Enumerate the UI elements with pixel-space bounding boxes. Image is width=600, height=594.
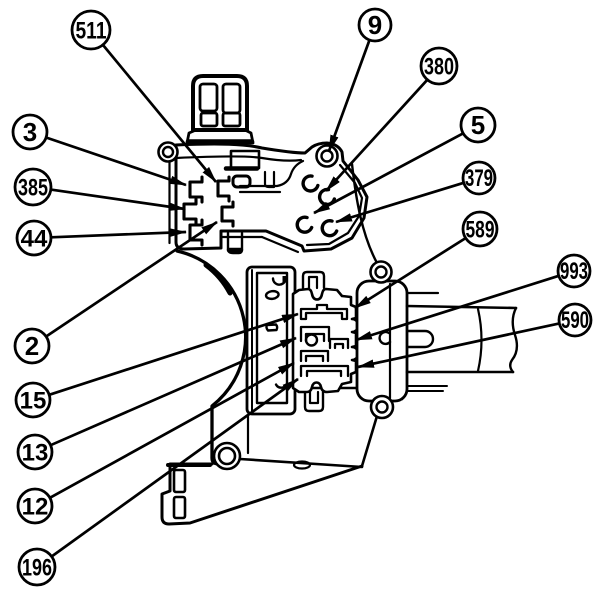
svg-text:13: 13 xyxy=(22,440,49,467)
svg-text:590: 590 xyxy=(561,307,589,334)
svg-text:9: 9 xyxy=(368,10,382,40)
svg-text:15: 15 xyxy=(20,388,47,415)
svg-text:385: 385 xyxy=(18,175,48,202)
svg-text:380: 380 xyxy=(424,54,454,81)
svg-text:589: 589 xyxy=(466,217,495,244)
svg-text:12: 12 xyxy=(22,494,49,521)
svg-text:196: 196 xyxy=(22,555,52,582)
svg-text:993: 993 xyxy=(560,258,588,285)
svg-text:5: 5 xyxy=(471,110,485,140)
svg-text:3: 3 xyxy=(23,117,37,147)
svg-text:511: 511 xyxy=(76,18,107,45)
svg-text:2: 2 xyxy=(25,331,39,361)
svg-text:379: 379 xyxy=(465,165,493,192)
svg-text:44: 44 xyxy=(21,226,48,253)
